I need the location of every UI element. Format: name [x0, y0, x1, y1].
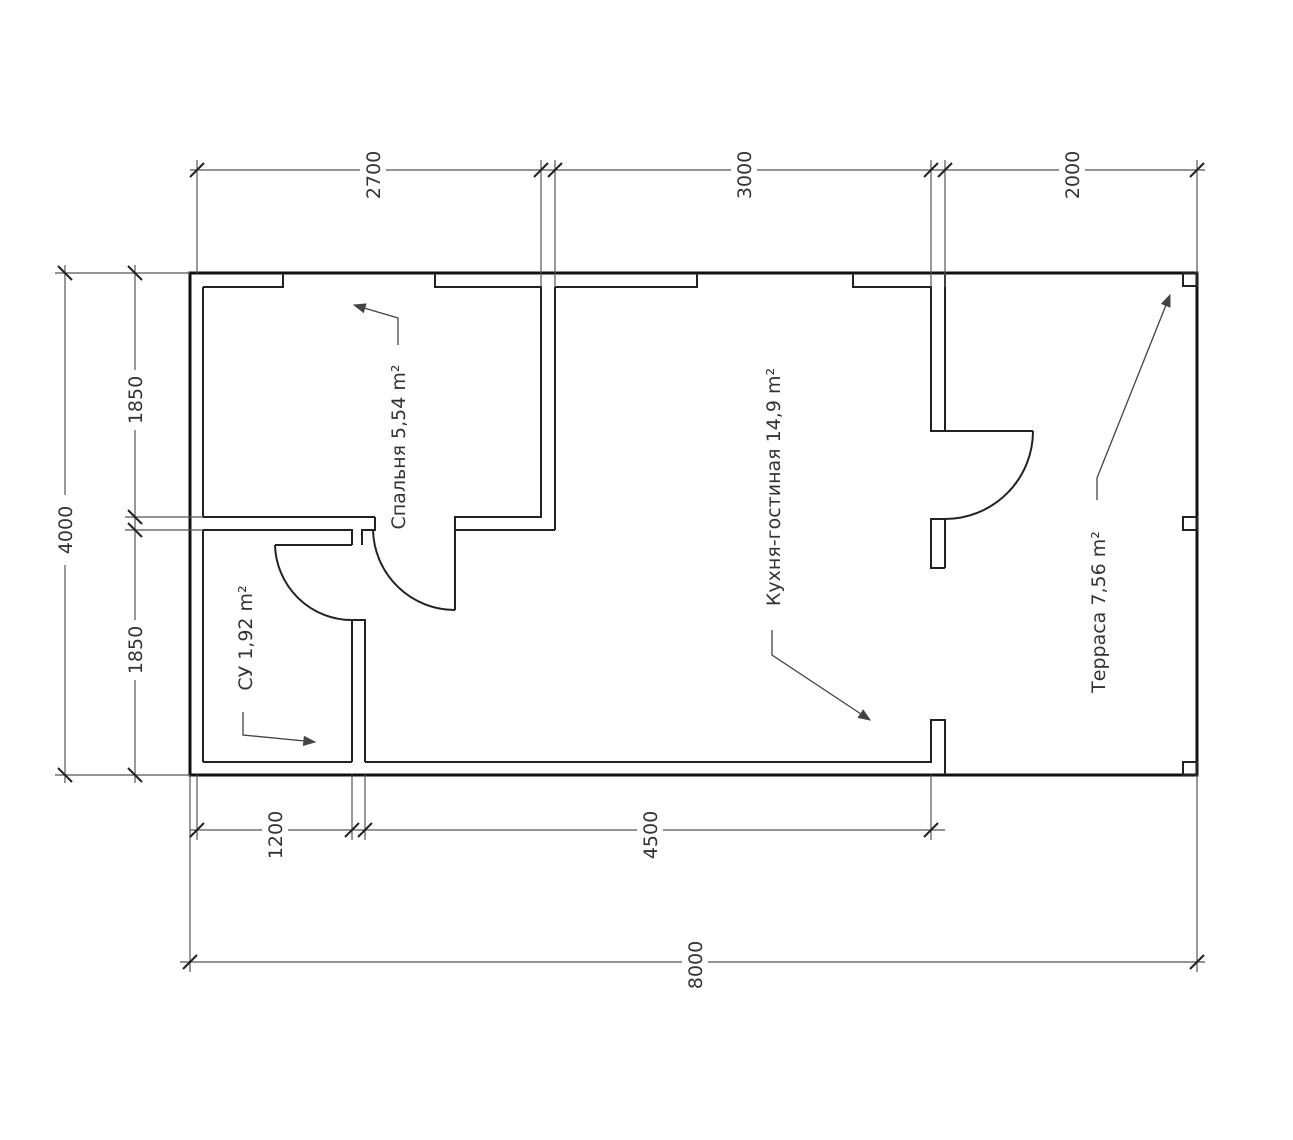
dim-top-1: 2700 — [363, 151, 385, 199]
dim-left-1: 1850 — [125, 376, 147, 424]
outer-wall — [188, 271, 1199, 777]
room-label-bathroom: СУ 1,92 m² — [235, 585, 317, 747]
dim-bottom-1: 1200 — [265, 811, 287, 859]
dimension-bottom: 1200 4500 8000 — [180, 775, 1205, 995]
dim-top-2: 3000 — [734, 151, 756, 199]
dimension-left: 4000 1850 1850 — [52, 265, 203, 783]
dimension-top: 2700 3000 2000 — [189, 140, 1205, 287]
interior-walls — [202, 272, 1198, 776]
terrace-label: Терраса 7,56 m² — [1088, 531, 1110, 694]
bathroom-label: СУ 1,92 m² — [235, 585, 257, 690]
door-bedroom — [372, 529, 456, 611]
dim-top-3: 2000 — [1062, 151, 1084, 199]
dim-left-total: 4000 — [55, 506, 77, 554]
bedroom-label: Спальня 5,54 m² — [388, 364, 410, 529]
room-label-bedroom: Спальня 5,54 m² — [352, 303, 410, 530]
room-label-kitchen: Кухня-гостиная 14,9 m² — [763, 368, 872, 721]
dim-left-2: 1850 — [125, 626, 147, 674]
dim-bottom-2: 4500 — [640, 811, 662, 859]
door-terrace — [944, 430, 1034, 520]
kitchen-living-label: Кухня-гостиная 14,9 m² — [763, 368, 785, 606]
dim-bottom-total: 8000 — [685, 941, 707, 989]
door-bathroom — [274, 544, 353, 621]
room-label-terrace: Терраса 7,56 m² — [1088, 293, 1171, 694]
